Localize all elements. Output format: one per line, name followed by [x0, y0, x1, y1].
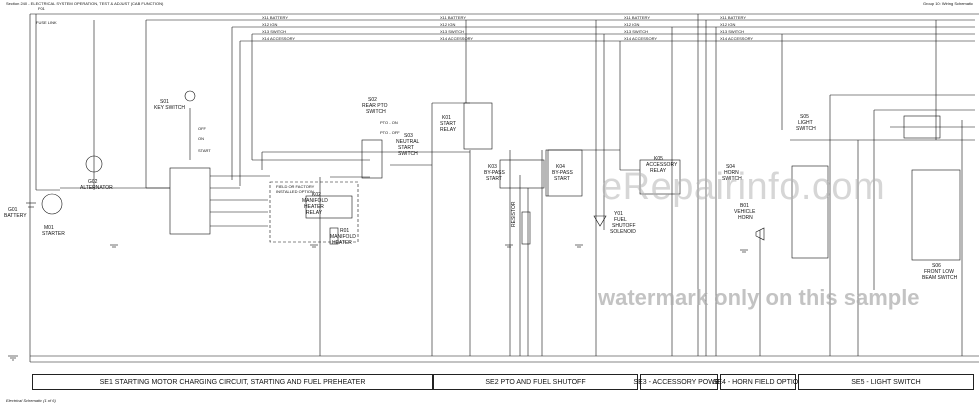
- header-title: Section 240 - ELECTRICAL SYSTEM OPERATIO…: [6, 1, 164, 6]
- svg-text:S01: S01: [160, 99, 169, 105]
- svg-text:BEAM SWITCH: BEAM SWITCH: [922, 275, 958, 281]
- svg-text:START: START: [198, 148, 211, 153]
- svg-text:X14 ACCESSORY: X14 ACCESSORY: [440, 36, 473, 41]
- svg-text:G01: G01: [8, 207, 18, 213]
- svg-text:S03: S03: [404, 133, 413, 139]
- watermark-note: watermark only on this sample: [598, 285, 920, 310]
- svg-text:RELAY: RELAY: [306, 210, 323, 216]
- svg-text:HORN: HORN: [724, 170, 739, 176]
- section-se5: SE5 - LIGHT SWITCH: [798, 374, 974, 390]
- page-footer: Electrical Schematic (1 of 6): [6, 398, 56, 403]
- svg-text:BATTERY: BATTERY: [4, 213, 27, 219]
- svg-text:STARTER: STARTER: [42, 231, 65, 237]
- svg-text:M01: M01: [44, 225, 54, 231]
- svg-text:ON: ON: [198, 136, 204, 141]
- svg-text:S02: S02: [368, 97, 377, 103]
- svg-text:B01: B01: [740, 203, 749, 209]
- svg-text:MANIFOLD: MANIFOLD: [330, 234, 356, 240]
- svg-text:KEY SWITCH: KEY SWITCH: [154, 105, 185, 111]
- svg-text:PTO - ON: PTO - ON: [380, 120, 398, 125]
- svg-text:RELAY: RELAY: [650, 168, 667, 174]
- svg-text:FRONT LOW: FRONT LOW: [924, 269, 954, 275]
- svg-text:FIELD OR FACTORY: FIELD OR FACTORY: [276, 184, 315, 189]
- svg-text:X12 IGN: X12 IGN: [720, 22, 735, 27]
- svg-text:X11 BATTERY: X11 BATTERY: [262, 15, 288, 20]
- svg-text:X11 BATTERY: X11 BATTERY: [624, 15, 650, 20]
- svg-text:SOLENOID: SOLENOID: [610, 229, 636, 235]
- svg-text:FUEL: FUEL: [614, 217, 627, 223]
- svg-text:S06: S06: [932, 263, 941, 269]
- svg-text:X11 BATTERY: X11 BATTERY: [440, 15, 466, 20]
- svg-text:S04: S04: [726, 164, 735, 170]
- svg-text:START: START: [554, 176, 570, 182]
- svg-text:F01: F01: [38, 6, 46, 11]
- svg-text:SWITCH: SWITCH: [796, 126, 816, 132]
- svg-text:REAR PTO: REAR PTO: [362, 103, 388, 109]
- section-se3: SE3 - ACCESSORY POWER: [633, 374, 725, 390]
- svg-text:X13 SWITCH: X13 SWITCH: [262, 29, 286, 34]
- svg-text:X12 IGN: X12 IGN: [440, 22, 455, 27]
- svg-text:X12 IGN: X12 IGN: [262, 22, 277, 27]
- svg-text:HEATER: HEATER: [332, 240, 352, 246]
- svg-text:X14 ACCESSORY: X14 ACCESSORY: [624, 36, 657, 41]
- svg-text:HEATER: HEATER: [304, 204, 324, 210]
- svg-text:X14 ACCESSORY: X14 ACCESSORY: [262, 36, 295, 41]
- svg-text:SWITCH: SWITCH: [722, 176, 742, 182]
- svg-text:K04: K04: [556, 164, 565, 170]
- section-se2: SE2 PTO AND FUEL SHUTOFF: [433, 374, 638, 390]
- svg-text:R01: R01: [340, 228, 349, 234]
- diagram-labels: X11 BATTERY X12 IGN X13 SWITCH X14 ACCES…: [262, 15, 753, 41]
- svg-text:SWITCH: SWITCH: [398, 151, 418, 157]
- svg-text:START: START: [398, 145, 414, 151]
- svg-text:ACCESSORY: ACCESSORY: [646, 162, 678, 168]
- svg-text:X14 ACCESSORY: X14 ACCESSORY: [720, 36, 753, 41]
- svg-text:X12 IGN: X12 IGN: [624, 22, 639, 27]
- svg-text:MANIFOLD: MANIFOLD: [302, 198, 328, 204]
- svg-text:FUSE LINK: FUSE LINK: [36, 20, 57, 25]
- svg-text:NEUTRAL: NEUTRAL: [396, 139, 420, 145]
- svg-text:S05: S05: [800, 114, 809, 120]
- svg-text:G02: G02: [88, 179, 98, 185]
- svg-text:X13 SWITCH: X13 SWITCH: [440, 29, 464, 34]
- header-group: Group 10: Wiring Schematic: [922, 1, 973, 6]
- svg-text:X13 SWITCH: X13 SWITCH: [720, 29, 744, 34]
- svg-text:RELAY: RELAY: [440, 127, 457, 133]
- svg-text:PTO - OFF: PTO - OFF: [380, 130, 400, 135]
- svg-text:RESISTOR: RESISTOR: [511, 201, 517, 227]
- svg-text:K03: K03: [488, 164, 497, 170]
- svg-text:LIGHT: LIGHT: [798, 120, 813, 126]
- svg-text:K02: K02: [312, 192, 321, 198]
- svg-text:K01: K01: [442, 115, 451, 121]
- section-se4: SE4 - HORN FIELD OPTION: [713, 374, 803, 390]
- svg-text:START: START: [486, 176, 502, 182]
- svg-text:ALTERNATOR: ALTERNATOR: [80, 185, 113, 191]
- svg-text:OFF: OFF: [198, 126, 207, 131]
- svg-text:INSTALLED OPTION: INSTALLED OPTION: [276, 189, 314, 194]
- svg-text:BY-PASS: BY-PASS: [484, 170, 506, 176]
- svg-text:K05: K05: [654, 156, 663, 162]
- svg-text:VEHICLE: VEHICLE: [734, 209, 756, 215]
- svg-text:HORN: HORN: [738, 215, 753, 221]
- svg-text:START: START: [440, 121, 456, 127]
- svg-text:SWITCH: SWITCH: [366, 109, 386, 115]
- svg-text:BY-PASS: BY-PASS: [552, 170, 574, 176]
- svg-text:SHUTOFF: SHUTOFF: [612, 223, 636, 229]
- svg-text:X11 BATTERY: X11 BATTERY: [720, 15, 746, 20]
- svg-text:Y01: Y01: [614, 211, 623, 217]
- component-labels: G01 BATTERY M01 STARTER G02 ALTERNATOR S…: [4, 6, 958, 281]
- svg-text:X13 SWITCH: X13 SWITCH: [624, 29, 648, 34]
- section-se1: SE1 STARTING MOTOR CHARGING CIRCUIT, STA…: [32, 374, 433, 390]
- watermark-site: eRepairinfo.com: [601, 166, 886, 208]
